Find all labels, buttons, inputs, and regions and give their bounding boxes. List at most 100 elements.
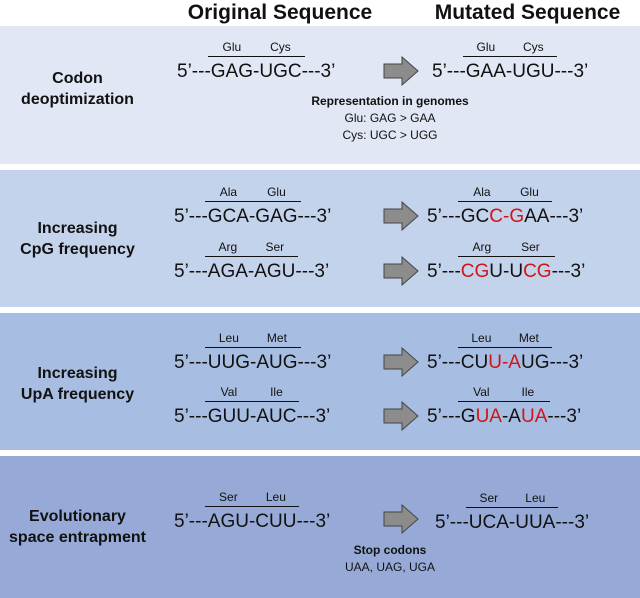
mutated-base: A: [508, 352, 521, 373]
five-prime-end: 5’---: [435, 512, 469, 533]
right-arrow-icon: [383, 347, 419, 377]
five-prime-end: 5’---: [174, 206, 208, 227]
three-prime-end: ---3’: [295, 261, 330, 282]
codon-text: GCA: [207, 206, 249, 227]
right-arrow-icon: [383, 56, 419, 86]
mutated-base: UA: [475, 406, 502, 427]
amino-acid-label: Leu: [204, 332, 254, 348]
right-arrow-icon: [383, 504, 419, 534]
three-prime-end: ---3’: [555, 512, 590, 533]
mutated-base: C: [489, 206, 504, 227]
stop-codons-note: Stop codons UAA, UAG, UGA: [300, 542, 480, 576]
codon-separator: -: [253, 61, 260, 82]
note-title: Representation in genomes: [311, 94, 469, 108]
panel-label: Increasing CpG frequency: [0, 218, 155, 260]
three-prime-end: ---3’: [554, 61, 589, 82]
codon-text: AGU: [207, 511, 249, 532]
five-prime-end: 5’---: [427, 406, 461, 427]
codon-separator: -: [503, 206, 510, 227]
original-sequence-header: Original Sequence: [187, 1, 373, 24]
amino-acid-label: Leu: [457, 332, 505, 348]
codon-text: UCA: [468, 512, 509, 533]
codon-separator: -: [248, 206, 256, 227]
codon-separator: -: [501, 352, 509, 373]
five-prime-end: 5’---: [427, 261, 461, 282]
right-arrow-icon: [383, 201, 419, 231]
codon-separator: -: [501, 406, 509, 427]
three-prime-end: ---3’: [296, 511, 331, 532]
five-prime-end: 5’---: [427, 352, 461, 373]
note-line: UAA, UAG, UGA: [344, 560, 436, 574]
mutated-base: U: [488, 352, 502, 373]
codon-separator: -: [250, 352, 257, 373]
five-prime-end: 5’---: [427, 206, 461, 227]
three-prime-end: ---3’: [549, 206, 584, 227]
codon-text: CU: [460, 352, 489, 373]
amino-acid-label: Ser: [506, 241, 555, 257]
codon-text: U: [509, 261, 524, 282]
amino-acid-label: Ser: [251, 241, 299, 257]
panel-label: Evolutionary space entrapment: [0, 506, 155, 548]
codon-text: CUU: [255, 511, 297, 532]
panel-label-line-1: Increasing: [37, 220, 118, 237]
codon-separator: -: [248, 511, 256, 532]
codon-text: GUU: [207, 406, 251, 427]
codon-text: AUC: [256, 406, 297, 427]
five-prime-end: 5’---: [177, 61, 211, 82]
amino-acid-label: Ser: [204, 491, 252, 507]
amino-acid-label: Glu: [252, 186, 301, 202]
codon-text: UG: [520, 352, 550, 373]
panel-label-line-1: Increasing: [37, 365, 118, 382]
five-prime-end: 5’---: [174, 261, 208, 282]
codon-text: GC: [460, 206, 490, 227]
five-prime-end: 5’---: [174, 406, 208, 427]
amino-acid-label: Glu: [506, 186, 553, 202]
mutated-base: G: [509, 206, 525, 227]
three-prime-end: ---3’: [297, 206, 332, 227]
codon-separator: -: [503, 261, 510, 282]
right-arrow-icon: [383, 256, 419, 286]
codon-text: AA: [524, 206, 550, 227]
amino-acid-label: Ile: [253, 386, 300, 402]
amino-acid-label: Leu: [512, 492, 559, 508]
codon-text: AUG: [256, 352, 298, 373]
note-title: Stop codons: [353, 543, 427, 557]
panel-label-line-1: Codon: [52, 70, 103, 87]
three-prime-end: ---3’: [296, 406, 331, 427]
panel-label-line-2: deoptimization: [21, 91, 134, 108]
amino-acid-label: Ile: [505, 386, 551, 402]
codon-text: UGC: [259, 61, 302, 82]
codon-text: UUA: [515, 512, 556, 533]
mutated-base: CG: [523, 261, 552, 282]
five-prime-end: 5’---: [174, 352, 208, 373]
amino-acid-label: Arg: [457, 241, 507, 257]
codon-text: GAG: [210, 61, 254, 82]
codon-separator: -: [505, 61, 513, 82]
amino-acid-label: Ala: [204, 186, 252, 202]
mutated-base: CG: [460, 261, 490, 282]
amino-acid-label: Met: [505, 332, 553, 348]
three-prime-end: ---3’: [301, 61, 336, 82]
